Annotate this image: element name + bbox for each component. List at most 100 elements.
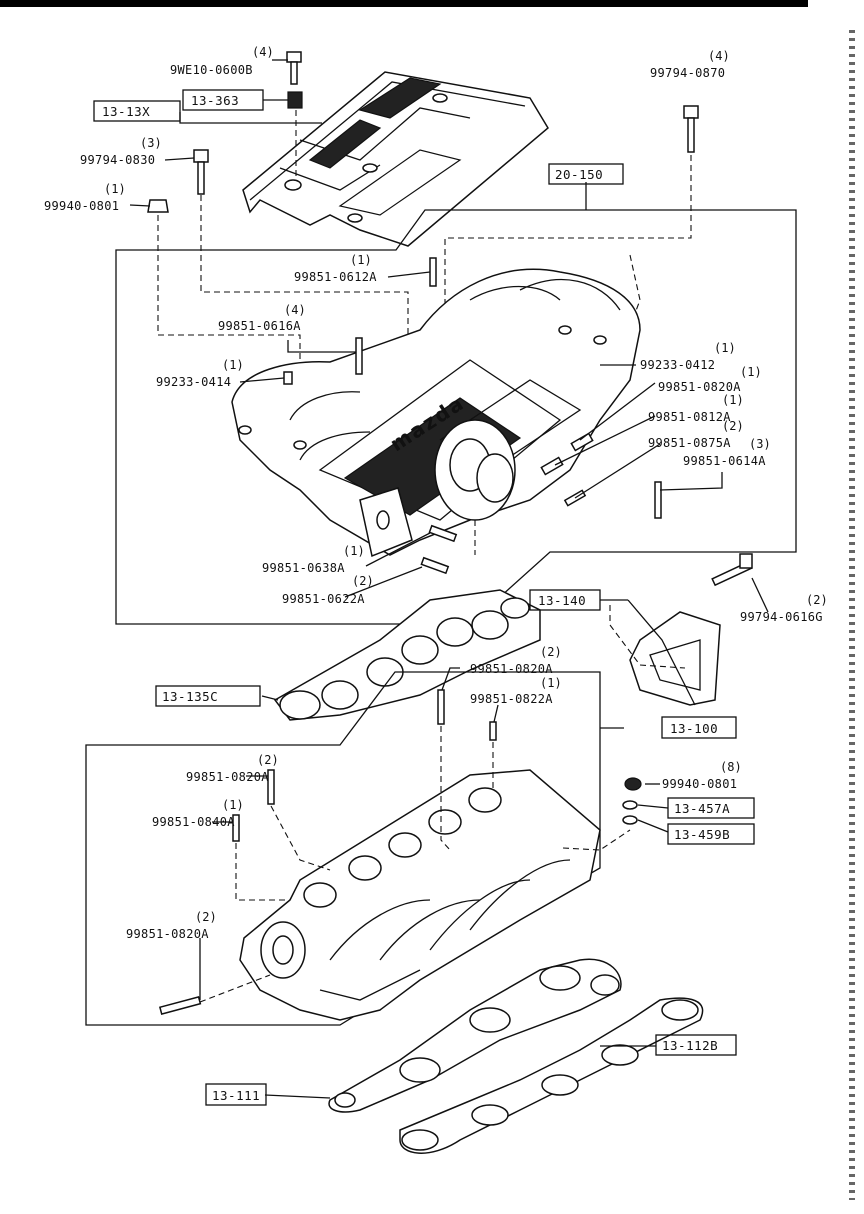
- callout-99851-0840a: (1) 99851-0840A: [152, 798, 244, 829]
- callout-99851-0820a-upper: (1) 99851-0820A: [658, 365, 762, 394]
- callout-99233-0414: (1) 99233-0414: [156, 358, 244, 389]
- callout-99851-0820a-mid: (2) 99851-0820A: [470, 645, 562, 676]
- engine-cover: [242, 71, 549, 247]
- svg-text:(2): (2): [352, 574, 374, 588]
- dashed-lines-lower: [199, 726, 631, 1003]
- svg-text:(2): (2): [195, 910, 217, 924]
- svg-text:(1): (1): [222, 798, 244, 812]
- svg-text:(2): (2): [257, 753, 279, 767]
- svg-text:(3): (3): [140, 136, 162, 150]
- svg-text:20-150: 20-150: [555, 167, 603, 182]
- callout-99940-0801-top: (1) 99940-0801: [44, 182, 126, 213]
- nut-99940-0801-top: [147, 199, 169, 213]
- svg-text:(4): (4): [284, 303, 306, 317]
- svg-text:99851-0616A: 99851-0616A: [218, 319, 301, 333]
- svg-text:(2): (2): [806, 593, 828, 607]
- svg-text:13-140: 13-140: [538, 593, 586, 608]
- leader-lines-lower: [199, 667, 669, 1000]
- callout-99851-0820a-bottom: (2) 99851-0820A: [126, 910, 217, 941]
- assembly-box-13-100: [85, 671, 624, 1026]
- ref-20-150: 20-150: [548, 163, 624, 185]
- svg-text:99794-0830: 99794-0830: [80, 153, 155, 167]
- ref-13-13x: 13-13X: [93, 100, 181, 122]
- leader-lines-upper: [239, 271, 723, 598]
- svg-text:13-13X: 13-13X: [102, 104, 150, 119]
- ref-13-112b: 13-112B: [655, 1034, 737, 1056]
- gasket-13-135c: [261, 589, 541, 721]
- svg-text:(1): (1): [343, 544, 365, 558]
- ref-13-457a: 13-457A: [667, 797, 755, 819]
- svg-text:99851-0622A: 99851-0622A: [282, 592, 365, 606]
- callout-99851-0638a: (1) 99851-0638A: [262, 544, 365, 575]
- svg-text:99851-0822A: 99851-0822A: [470, 692, 553, 706]
- callout-99940-0801-lower: (8) 99940-0801: [662, 760, 742, 791]
- studs-upper: [283, 257, 662, 575]
- svg-text:13-363: 13-363: [191, 93, 239, 108]
- svg-text:(1): (1): [722, 393, 744, 407]
- callout-99851-0820a-left: (2) 99851-0820A: [186, 753, 279, 784]
- assembly-box-20-150: [115, 182, 797, 625]
- svg-text:99940-0801: 99940-0801: [44, 199, 119, 213]
- svg-text:(3): (3): [749, 437, 771, 451]
- svg-text:(1): (1): [714, 341, 736, 355]
- ref-13-459b: 13-459B: [667, 823, 755, 845]
- svg-text:(4): (4): [252, 45, 274, 59]
- callout-99851-0614a: (3) 99851-0614A: [683, 437, 771, 468]
- svg-text:99794-0870: 99794-0870: [650, 66, 725, 80]
- svg-text:(1): (1): [104, 182, 126, 196]
- callout-99794-0870: (4) 99794-0870: [650, 49, 730, 80]
- water-pipe-13-140: [600, 553, 769, 706]
- callout-99851-0616a: (4) 99851-0616A: [218, 303, 306, 333]
- callout-99794-0616g: (2) 99794-0616G: [740, 593, 828, 624]
- svg-text:(2): (2): [540, 645, 562, 659]
- svg-text:99233-0412: 99233-0412: [640, 358, 715, 372]
- svg-text:(1): (1): [222, 358, 244, 372]
- intake-manifold-upper: [231, 268, 641, 558]
- svg-text:99851-0820A: 99851-0820A: [658, 380, 741, 394]
- svg-text:(2): (2): [722, 419, 744, 433]
- bolt-99794-0830: [193, 149, 209, 195]
- svg-text:99851-0875A: 99851-0875A: [648, 436, 731, 450]
- bolt-9we10: [286, 51, 302, 85]
- svg-text:99794-0616G: 99794-0616G: [740, 610, 823, 624]
- gasket-13-111: [264, 958, 622, 1113]
- svg-text:99233-0414: 99233-0414: [156, 375, 231, 389]
- svg-text:13-457A: 13-457A: [674, 801, 730, 816]
- callout-99851-0622a: (2) 99851-0622A: [282, 574, 374, 606]
- bolt-99794-0870: [683, 105, 699, 153]
- callout-9we10-0600b: (4) 9WE10-0600B: [170, 45, 274, 77]
- svg-text:(1): (1): [740, 365, 762, 379]
- svg-text:13-135C: 13-135C: [162, 689, 218, 704]
- svg-text:99851-0638A: 99851-0638A: [262, 561, 345, 575]
- svg-text:(1): (1): [350, 253, 372, 267]
- svg-text:99851-0840A: 99851-0840A: [152, 815, 235, 829]
- svg-text:13-459B: 13-459B: [674, 827, 730, 842]
- ref-13-100: 13-100: [661, 716, 737, 739]
- ref-13-111: 13-111: [205, 1083, 267, 1106]
- gasket-13-112b: [399, 997, 704, 1154]
- top-border-bar: [0, 0, 808, 7]
- ref-13-140: 13-140: [529, 589, 601, 611]
- svg-text:9WE10-0600B: 9WE10-0600B: [170, 63, 253, 77]
- callout-99851-0822a: (1) 99851-0822A: [470, 676, 562, 706]
- svg-text:(8): (8): [720, 760, 742, 774]
- svg-text:13-100: 13-100: [670, 721, 718, 736]
- callout-99794-0830: (3) 99794-0830: [80, 136, 162, 167]
- svg-text:99851-0820A: 99851-0820A: [470, 662, 553, 676]
- callout-99851-0812a: (1) 99851-0812A: [648, 393, 744, 424]
- svg-text:13-111: 13-111: [212, 1088, 260, 1103]
- ref-13-135c: 13-135C: [155, 685, 261, 707]
- svg-text:99851-0614A: 99851-0614A: [683, 454, 766, 468]
- svg-text:99851-0820A: 99851-0820A: [186, 770, 269, 784]
- svg-text:13-112B: 13-112B: [662, 1038, 718, 1053]
- svg-text:(4): (4): [708, 49, 730, 63]
- svg-text:99940-0801: 99940-0801: [662, 777, 737, 791]
- svg-text:(1): (1): [540, 676, 562, 690]
- studs-lower: [158, 689, 642, 1015]
- ref-13-363: 13-363: [182, 89, 264, 111]
- intake-manifold-lower: [239, 769, 601, 1021]
- callout-99233-0412: (1) 99233-0412: [640, 341, 736, 372]
- callout-99851-0875a: (2) 99851-0875A: [648, 419, 744, 450]
